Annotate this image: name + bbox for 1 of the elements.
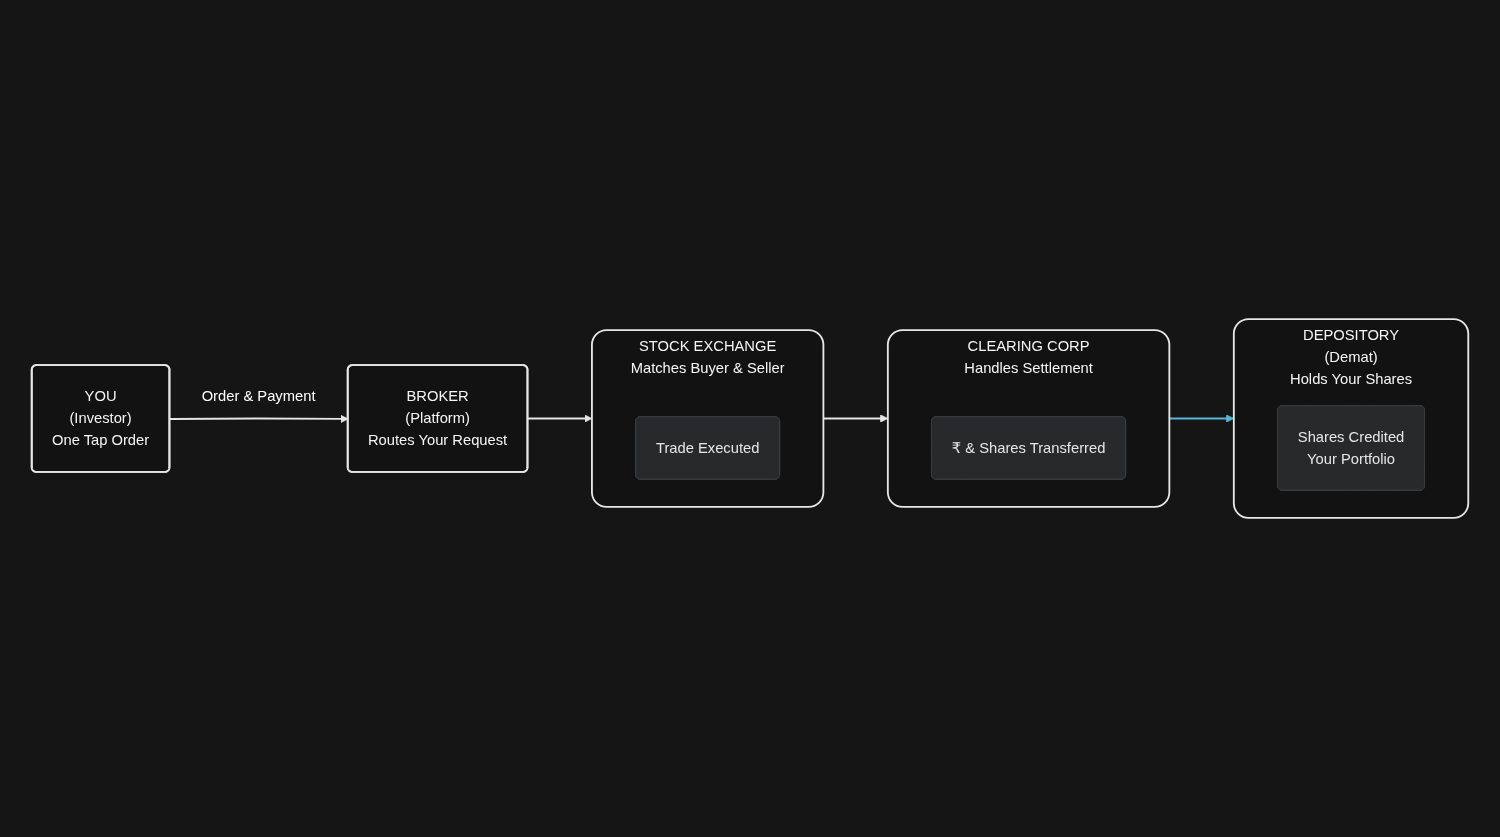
edge-label: Order & Payment: [201, 388, 316, 404]
